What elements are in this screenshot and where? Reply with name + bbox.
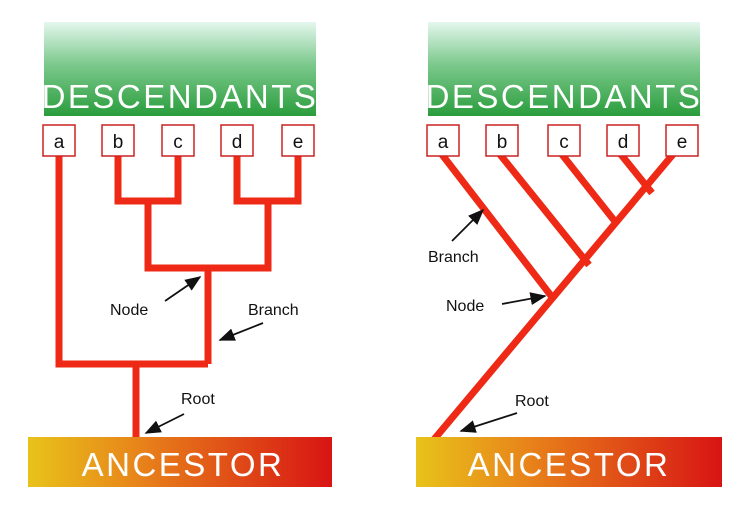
right-ancestor-label: ANCESTOR	[468, 446, 671, 483]
left-branch-a	[55, 156, 208, 368]
left-branch-b	[114, 156, 148, 205]
left-leaf-d: d	[220, 124, 254, 157]
right-branch-label: Branch	[428, 249, 479, 266]
right-node-arrow	[501, 292, 547, 306]
right-node-label: Node	[446, 298, 484, 315]
left-leaf-c-label: c	[173, 132, 183, 153]
left-descendants-banner	[44, 22, 316, 116]
right-branch-d	[616, 149, 655, 196]
left-cladogram: DESCENDANTS a b c d	[28, 22, 332, 487]
left-ancestor-banner	[28, 437, 332, 487]
right-cladogram: DESCENDANTS a b c d e	[416, 22, 722, 487]
left-leaf-a: a	[42, 124, 76, 157]
right-leaf-a-label: a	[438, 132, 449, 153]
right-branch-c	[557, 149, 620, 227]
left-leaf-c: c	[161, 124, 195, 157]
left-root-arrow	[144, 413, 185, 434]
right-leaf-b: b	[485, 124, 519, 157]
right-descendants-banner	[428, 22, 700, 116]
left-branch-e	[268, 156, 302, 205]
left-branch-bc-de	[144, 201, 272, 272]
right-branch-b	[495, 149, 592, 268]
right-descendants-label: DESCENDANTS	[426, 78, 703, 115]
right-root-label: Root	[515, 393, 549, 410]
left-leaf-b: b	[101, 124, 135, 157]
right-ancestor-banner	[416, 437, 722, 487]
right-leaf-d-label: d	[618, 132, 629, 153]
right-leaf-e-label: e	[677, 132, 688, 153]
right-leaf-e: e	[665, 124, 699, 157]
left-leaf-e-label: e	[293, 132, 304, 153]
right-leaf-a: a	[426, 124, 460, 157]
right-leaf-c: c	[547, 124, 581, 157]
right-leaf-b-label: b	[497, 132, 508, 153]
left-ancestor-label: ANCESTOR	[82, 446, 285, 483]
left-leaf-d-label: d	[232, 132, 243, 153]
right-branch-a	[437, 149, 555, 300]
right-branches	[428, 149, 678, 446]
right-root-arrow	[459, 412, 518, 433]
left-branch-label: Branch	[248, 302, 299, 319]
left-node-label: Node	[110, 302, 148, 319]
left-branch-c	[148, 156, 182, 205]
left-branch-arrow	[218, 322, 264, 341]
right-branch-arrow	[451, 208, 485, 242]
left-leaf-b-label: b	[113, 132, 124, 153]
left-branch-d	[233, 156, 268, 205]
left-leaf-e: e	[281, 124, 315, 157]
right-leaf-d: d	[606, 124, 640, 157]
left-descendants-label: DESCENDANTS	[42, 78, 319, 115]
right-leaf-c-label: c	[559, 132, 569, 153]
left-branches	[55, 156, 302, 440]
left-node-arrow	[164, 276, 202, 302]
right-main-branch	[428, 149, 678, 446]
left-leaf-a-label: a	[54, 132, 65, 153]
left-root-label: Root	[181, 391, 215, 408]
